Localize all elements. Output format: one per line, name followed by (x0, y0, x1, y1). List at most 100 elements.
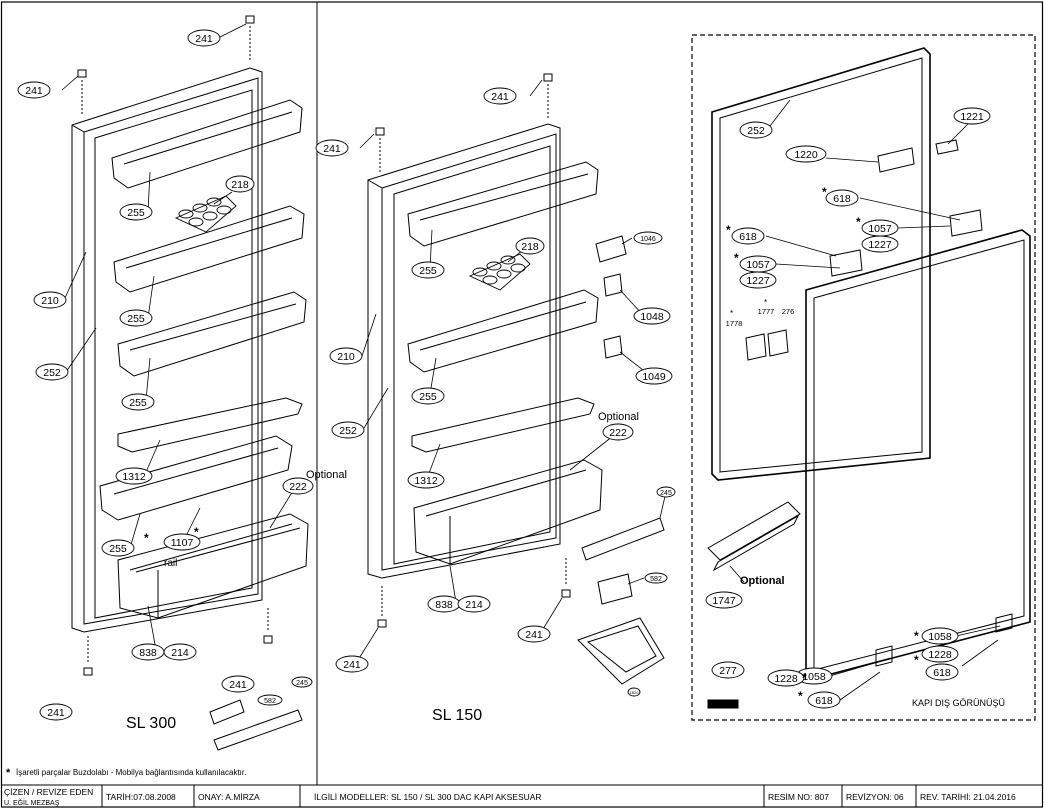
label-241: 241 (323, 143, 341, 155)
label-218: 218 (521, 241, 539, 253)
revision: REVİZYON: 06 (846, 792, 904, 802)
door-outer-view-label: KAPI DIŞ GÖRÜNÜŞÜ (912, 698, 1005, 708)
svg-text:*: * (914, 653, 919, 667)
label-252: 252 (339, 425, 357, 437)
label-1747: 1747 (712, 595, 736, 607)
label-241: 241 (491, 91, 509, 103)
label-1057: 1057 (746, 259, 770, 271)
sl300-door-assembly (71, 15, 309, 751)
svg-text:*: * (914, 629, 919, 643)
svg-text:*: * (144, 531, 149, 545)
model-label-sl150: SL 150 (432, 707, 482, 724)
label-210: 210 (41, 295, 59, 307)
label-582: 582 (650, 576, 662, 583)
title-block: ÇİZEN / REVİZE EDEN U. EĞİL MEZBAŞ TARİH… (4, 787, 1016, 807)
door-panel-assembly (707, 47, 1031, 709)
label-1820: 1820 (630, 690, 640, 695)
label-1221: 1221 (960, 111, 984, 123)
optional-note-right: Optional (740, 575, 785, 587)
label-1777: 1777 (758, 307, 775, 316)
label-276: 276 (782, 307, 795, 316)
date: TARİH:07.08.2008 (106, 792, 176, 802)
sl150-leaders (357, 79, 667, 661)
sl300-arrows (81, 26, 269, 662)
label-255: 255 (419, 265, 437, 277)
label-218: 218 (231, 179, 249, 191)
label-245: 245 (660, 490, 672, 497)
label-582: 582 (264, 698, 276, 705)
label-1220: 1220 (794, 149, 818, 161)
label-838: 838 (435, 599, 453, 611)
label-245: 245 (296, 680, 308, 687)
label-241: 241 (525, 629, 543, 641)
label-texts: 241 241 210 252 218 255 255 255 1312 255… (25, 33, 984, 719)
annotations: Optional rail Optional Optional SL 300 S… (6, 411, 1005, 779)
optional-note-middle: Optional (598, 411, 639, 423)
label-1227: 1227 (868, 239, 892, 251)
door-leaders (729, 99, 1001, 701)
label-1049: 1049 (642, 371, 666, 383)
label-1778: 1778 (726, 319, 743, 328)
sl150-door-assembly (367, 73, 665, 685)
label-1046: 1046 (640, 236, 656, 243)
label-255: 255 (129, 397, 147, 409)
door-outer-view-frame (691, 34, 1036, 721)
label-618: 618 (815, 695, 833, 707)
rev-date: REV. TARİHİ: 21.04.2016 (920, 792, 1016, 802)
footnote-asterisk: * (6, 767, 11, 779)
label-838: 838 (139, 647, 157, 659)
related-models: İLGİLİ MODELLER: SL 150 / SL 300 DAC KAP… (314, 792, 542, 802)
svg-text:*: * (734, 251, 739, 265)
label-1228: 1228 (774, 673, 798, 685)
label-222: 222 (609, 427, 627, 439)
label-255: 255 (419, 391, 437, 403)
label-1227: 1227 (746, 275, 770, 287)
title-block-lines (2, 784, 1042, 807)
label-214: 214 (465, 599, 483, 611)
svg-text:*: * (194, 525, 199, 539)
drawing-no: RESİM NO: 807 (768, 792, 829, 802)
asterisk-marks: * * * * * * * * * * * * (144, 185, 919, 703)
label-1107: 1107 (171, 537, 194, 549)
part-labels (17, 29, 991, 721)
label-277: 277 (719, 665, 737, 677)
svg-text:*: * (726, 223, 731, 237)
svg-text:*: * (856, 215, 861, 229)
drawn-by-label: ÇİZEN / REVİZE EDEN (4, 787, 93, 797)
svg-text:*: * (730, 309, 733, 318)
label-241: 241 (195, 33, 213, 45)
sl150-arrows (379, 84, 567, 616)
optional-note-left: Optional (306, 469, 347, 481)
model-label-sl300: SL 300 (126, 715, 176, 732)
label-255: 255 (109, 543, 127, 555)
label-241: 241 (25, 85, 43, 97)
label-210: 210 (337, 351, 355, 363)
label-1057: 1057 (868, 223, 892, 235)
approval: ONAY: A.MİRZA (198, 792, 260, 802)
label-252: 252 (43, 367, 61, 379)
label-214: 214 (171, 647, 189, 659)
sl300-leaders (61, 23, 297, 651)
label-252: 252 (747, 125, 765, 137)
svg-text:*: * (764, 298, 767, 307)
label-255: 255 (127, 313, 145, 325)
drawn-by-name: U. EĞİL MEZBAŞ (4, 798, 60, 807)
label-1228: 1228 (928, 649, 952, 661)
rail-note: rail (164, 558, 177, 569)
label-618: 618 (739, 231, 757, 243)
label-241: 241 (47, 707, 65, 719)
label-1048: 1048 (640, 311, 664, 323)
svg-text:*: * (798, 689, 803, 703)
svg-text:*: * (802, 671, 807, 685)
footnote: İşaretli parçalar Buzdolabı - Mobilya ba… (16, 768, 246, 777)
label-1058: 1058 (928, 631, 952, 643)
label-241: 241 (343, 659, 361, 671)
label-241: 241 (229, 679, 247, 691)
label-1058: 1058 (802, 671, 826, 683)
label-618: 618 (833, 193, 851, 205)
label-618: 618 (933, 667, 951, 679)
label-1312: 1312 (122, 471, 146, 483)
label-222: 222 (289, 481, 307, 493)
